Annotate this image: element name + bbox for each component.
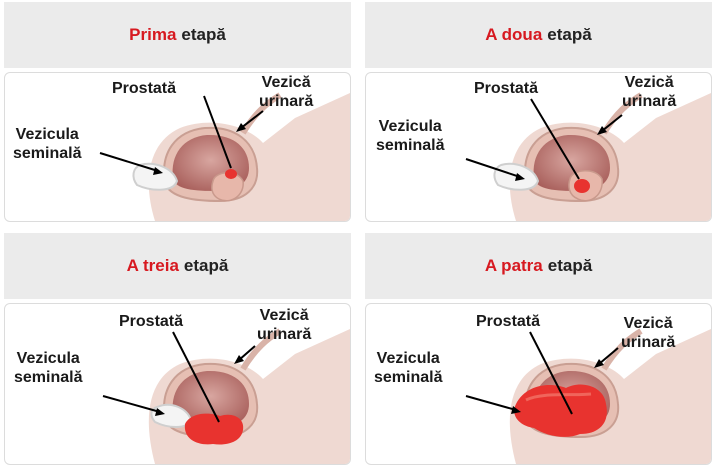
bladder-label-line1: Vezică	[623, 315, 673, 332]
vesicle-label-line1: Vezicula	[15, 126, 79, 143]
stage-header: A patra etapă	[365, 233, 712, 299]
stage-header: A treia etapă	[4, 233, 351, 299]
stage-panel-1: Prima etapă Prostată Vezică urin	[4, 2, 351, 222]
stage-panel-4: A patra etapă Prostată Vezică urinară	[365, 233, 712, 465]
prostate-label: Prostată	[119, 313, 184, 330]
vesicle-label: Vezicula seminală	[376, 117, 444, 155]
vesicle-label-line2: seminală	[14, 369, 83, 386]
stage-title-rest: etapă	[183, 256, 229, 275]
bladder-label-line2: urinară	[257, 326, 312, 343]
stage-title-accent: A treia	[126, 256, 179, 275]
tumor	[184, 413, 244, 445]
stage-title-accent: A patra	[484, 256, 543, 275]
anatomy-card: Prostată Vezică urinară Vezicula seminal…	[365, 72, 712, 222]
bladder-label-line2: urinară	[259, 93, 314, 110]
vesicle-label-line2: seminală	[13, 145, 82, 162]
stage-panel-3: A treia etapă Prostată Vezică urinară	[4, 233, 351, 465]
bladder-label: Vezică urinară	[622, 73, 676, 111]
bladder-label: Vezică urinară	[259, 73, 313, 111]
stage-title-accent: A doua	[485, 25, 543, 44]
bladder-label-line2: urinară	[622, 93, 677, 110]
stage-header: Prima etapă	[4, 2, 351, 68]
bladder-label-line1: Vezică	[259, 307, 309, 324]
vesicle-label-line2: seminală	[374, 369, 443, 386]
anatomy-illustration	[102, 328, 350, 464]
vesicle-label: Vezicula seminală	[374, 349, 442, 387]
stage-title-rest: etapă	[547, 256, 593, 275]
anatomy-card: Prostată Vezică urinară Vezicula seminal…	[4, 72, 351, 222]
vesicle-label-line1: Vezicula	[378, 118, 442, 135]
stage-title-rest: etapă	[547, 25, 592, 44]
anatomy-card: Prostată Vezică urinară Vezicula seminal…	[4, 303, 351, 465]
vesicle-label: Vezicula seminală	[14, 349, 82, 387]
bladder-label-line1: Vezică	[624, 74, 674, 91]
vesicle-label-line1: Vezicula	[16, 350, 80, 367]
anatomy-illustration	[465, 328, 711, 464]
prostate-label: Prostată	[474, 80, 539, 97]
bladder-label: Vezică urinară	[621, 314, 675, 352]
vesicle-label-line1: Vezicula	[376, 350, 440, 367]
stage-header: A doua etapă	[365, 2, 712, 68]
anatomy-card: Prostată Vezică urinară Vezicula seminal…	[365, 303, 712, 465]
stage-panel-2: A doua etapă Prostată Vezică uri	[365, 2, 712, 222]
vesicle-label: Vezicula seminală	[13, 125, 81, 163]
prostate-label: Prostată	[476, 313, 541, 330]
prostate-label: Prostată	[112, 80, 177, 97]
tumor	[225, 169, 237, 179]
stage-title-rest: etapă	[181, 25, 226, 44]
anatomy-illustration	[99, 92, 350, 221]
bladder-label: Vezică urinară	[257, 306, 311, 344]
stage-title-accent: Prima	[129, 25, 177, 44]
anatomy-illustration	[465, 92, 711, 221]
bladder-label-line2: urinară	[621, 334, 676, 351]
vesicle-label-line2: seminală	[376, 137, 445, 154]
bladder-label-line1: Vezică	[261, 74, 311, 91]
tumor	[574, 179, 590, 193]
